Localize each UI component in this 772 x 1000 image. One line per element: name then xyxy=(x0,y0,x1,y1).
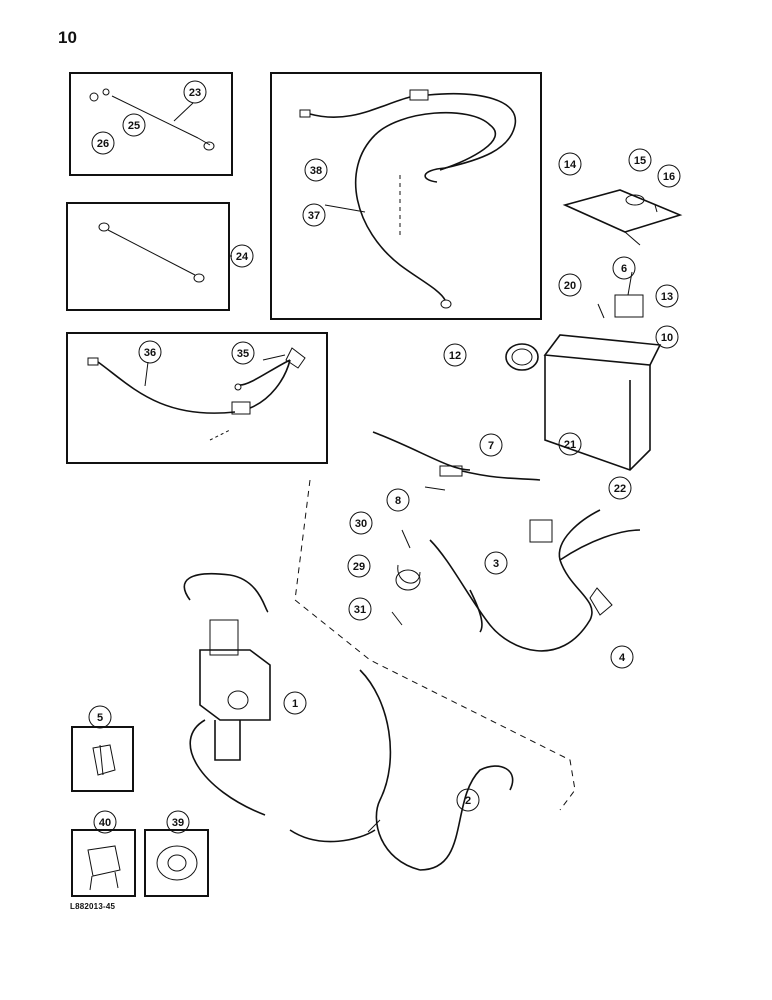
svg-text:38: 38 xyxy=(310,165,322,177)
svg-text:10: 10 xyxy=(661,332,673,344)
callout-12: 12 xyxy=(443,343,467,367)
callout-4: 4 xyxy=(610,645,634,669)
callout-5: 5 xyxy=(88,705,112,729)
inset-box-40 xyxy=(71,829,136,897)
inset-box-5 xyxy=(71,726,134,792)
harness-assembly xyxy=(294,431,641,811)
svg-text:14: 14 xyxy=(564,159,577,171)
svg-text:5: 5 xyxy=(97,712,103,724)
svg-text:37: 37 xyxy=(308,210,320,222)
svg-text:29: 29 xyxy=(353,561,365,573)
svg-text:23: 23 xyxy=(189,87,201,99)
svg-text:24: 24 xyxy=(236,251,249,263)
callout-10: 10 xyxy=(655,325,679,349)
svg-text:36: 36 xyxy=(144,347,156,359)
callout-2: 2 xyxy=(456,788,480,812)
callout-24: 24 xyxy=(230,244,254,268)
callout-14: 14 xyxy=(558,152,582,176)
svg-text:2: 2 xyxy=(465,795,471,807)
callout-23: 23 xyxy=(183,80,207,104)
callout-16: 16 xyxy=(657,164,681,188)
callout-13: 13 xyxy=(655,284,679,308)
callout-35: 35 xyxy=(231,341,255,365)
svg-text:6: 6 xyxy=(621,263,627,275)
inset-box-23 xyxy=(69,72,233,176)
svg-text:7: 7 xyxy=(488,440,494,452)
svg-text:4: 4 xyxy=(619,652,626,664)
inset-box-35 xyxy=(66,332,328,464)
callout-1: 1 xyxy=(283,691,307,715)
svg-text:35: 35 xyxy=(237,348,249,360)
callout-31: 31 xyxy=(348,597,372,621)
svg-text:1: 1 xyxy=(292,698,298,710)
svg-text:40: 40 xyxy=(99,817,111,829)
callout-6: 6 xyxy=(612,256,636,280)
inset-box-24 xyxy=(66,202,232,311)
callout-3: 3 xyxy=(484,551,508,575)
callout-8: 8 xyxy=(386,488,410,512)
callout-21: 21 xyxy=(558,432,582,456)
figure-code: L882013-45 xyxy=(70,902,116,911)
callout-15: 15 xyxy=(628,148,652,172)
svg-text:12: 12 xyxy=(449,350,461,362)
inset-box-39 xyxy=(144,829,209,897)
svg-text:39: 39 xyxy=(172,817,184,829)
callout-36: 36 xyxy=(138,340,162,364)
callout-20: 20 xyxy=(558,273,582,297)
callout-40: 40 xyxy=(93,810,117,834)
callout-29: 29 xyxy=(347,554,371,578)
svg-text:3: 3 xyxy=(493,558,499,570)
svg-text:31: 31 xyxy=(354,604,366,616)
svg-text:26: 26 xyxy=(97,138,109,150)
valve-assembly xyxy=(183,572,514,871)
inset-box-37 xyxy=(270,72,542,320)
svg-text:8: 8 xyxy=(395,495,401,507)
callout-38: 38 xyxy=(304,158,328,182)
svg-text:20: 20 xyxy=(564,280,576,292)
svg-text:22: 22 xyxy=(614,483,626,495)
svg-text:16: 16 xyxy=(663,171,675,183)
callout-26: 26 xyxy=(91,131,115,155)
callout-37: 37 xyxy=(302,203,326,227)
callout-7: 7 xyxy=(479,433,503,457)
svg-text:13: 13 xyxy=(661,291,673,303)
callout-25: 25 xyxy=(122,113,146,137)
svg-text:15: 15 xyxy=(634,155,646,167)
callout-30: 30 xyxy=(349,511,373,535)
callout-39: 39 xyxy=(166,810,190,834)
svg-text:25: 25 xyxy=(128,120,140,132)
svg-text:21: 21 xyxy=(564,439,576,451)
svg-text:30: 30 xyxy=(355,518,367,530)
page-number: 10 xyxy=(58,28,77,47)
callout-22: 22 xyxy=(608,476,632,500)
